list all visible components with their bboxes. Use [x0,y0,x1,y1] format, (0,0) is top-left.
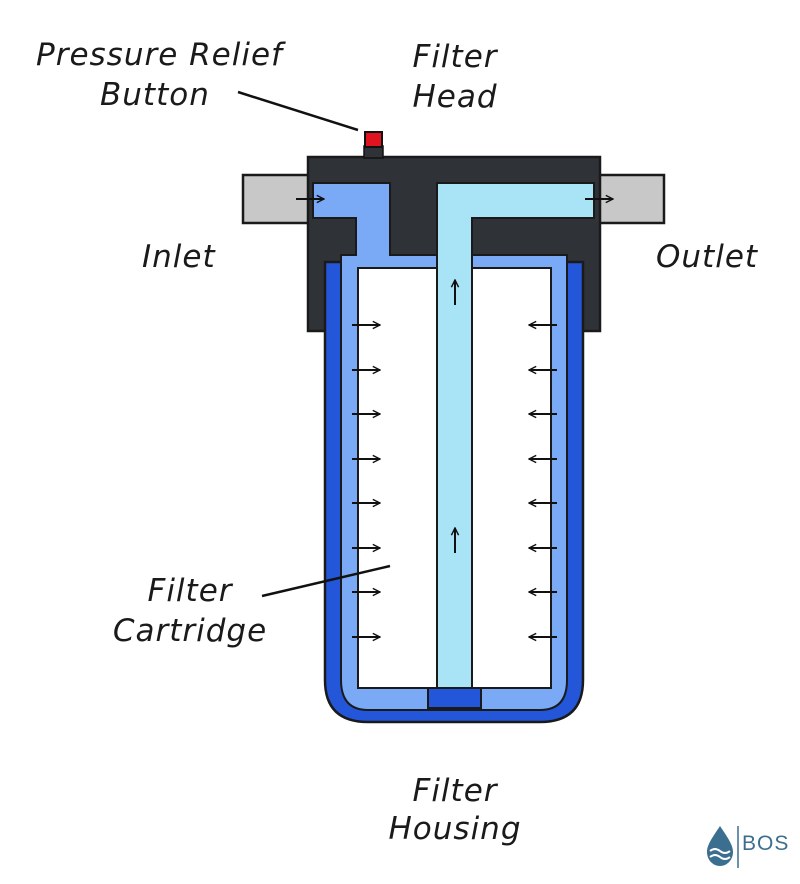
filter-cartridge-label-line2: Cartridge [112,613,268,649]
filter-cartridge-left [357,267,438,689]
filter-housing-label-line2: Housing [388,811,522,847]
cartridge-leader-line [261,564,391,598]
left-inward-arrows [352,325,380,637]
filter-cartridge-label-line1: Filter [147,573,233,609]
cartridge-bottom-cap [427,687,482,709]
filter-housing-label-line1: Filter [412,773,498,809]
pressure-relief-label-line2: Button [100,77,210,113]
pressure-relief-button [364,131,383,148]
water-drop-icon [707,826,739,868]
filter-cartridge-right [471,267,552,689]
right-inward-arrows [529,325,557,637]
outlet-label: Outlet [656,239,759,275]
inlet-label: Inlet [142,239,216,275]
relief-leader-line [237,90,359,132]
filter-head-label-line1: Filter [412,39,498,75]
logo-text: BOS [742,832,790,855]
pressure-relief-label-line1: Pressure Relief [36,37,283,73]
filter-head-label-line2: Head [412,79,498,115]
